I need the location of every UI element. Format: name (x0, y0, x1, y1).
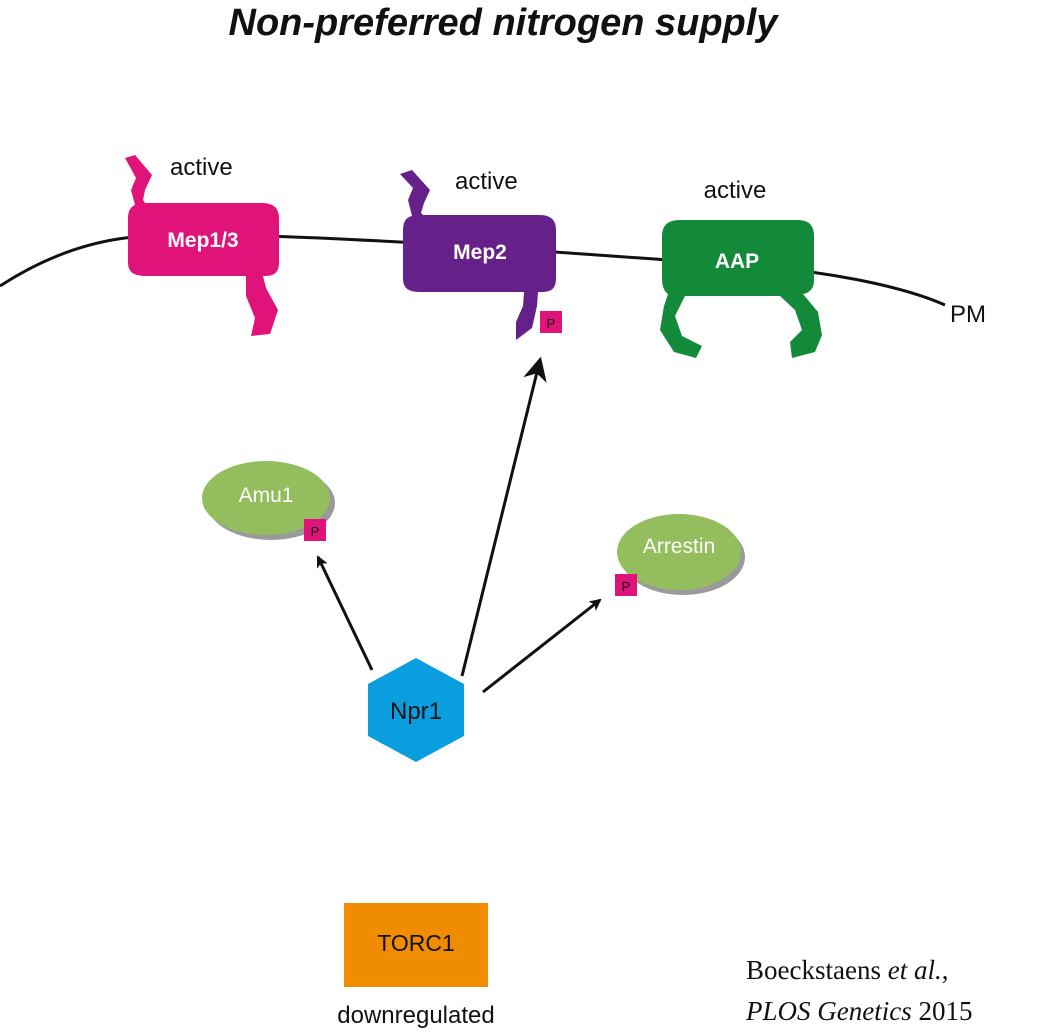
transporter-mep13: Mep1/3 active (125, 154, 279, 336)
citation-line-1: Boeckstaens et al., (746, 955, 948, 985)
amu1-label: Amu1 (239, 484, 294, 507)
npr1-label: Npr1 (390, 698, 442, 725)
amu1-ellipse (202, 461, 330, 535)
substrate-arrestin: Arrestin P (615, 514, 745, 596)
transporter-aap: AAP active (660, 177, 822, 358)
kinase-npr1: Npr1 (368, 658, 464, 762)
amu1-phospho-label: P (311, 524, 320, 539)
torc1-label: TORC1 (377, 930, 455, 956)
torc1-box (344, 903, 488, 987)
substrate-amu1: Amu1 P (202, 461, 335, 541)
arrestin-phospho-badge (615, 574, 637, 596)
transporter-mep2: Mep2 active P (400, 168, 562, 340)
amu1-phospho-badge (304, 519, 326, 541)
citation-year: 2015 (918, 996, 972, 1026)
transporter-mep2-shape (400, 170, 556, 340)
citation-etal: et al. (888, 955, 942, 985)
membrane-label: PM (950, 301, 986, 328)
torc1-state: downregulated (337, 1002, 494, 1029)
torc1-complex: TORC1 downregulated (337, 903, 495, 1029)
transporter-mep2-label: Mep2 (453, 241, 507, 264)
transporter-mep13-label: Mep1/3 (167, 229, 238, 252)
mep2-phospho-badge (540, 311, 562, 333)
arrow-npr1-to-arrestin (482, 598, 602, 694)
transporter-aap-shape (660, 220, 822, 358)
arrestin-label: Arrestin (643, 535, 715, 558)
transporter-mep13-state: active (170, 154, 233, 181)
transporter-aap-state: active (704, 177, 767, 204)
npr1-hexagon (368, 658, 464, 762)
arrestin-phospho-label: P (622, 579, 631, 594)
diagram-title: Non-preferred nitrogen supply (229, 2, 780, 44)
transporter-mep2-state: active (455, 168, 518, 195)
citation: Boeckstaens et al., PLOS Genetics 2015 (745, 955, 972, 1026)
arrestin-ellipse (617, 514, 741, 590)
arrow-npr1-to-amu1 (316, 555, 374, 671)
transporter-aap-label: AAP (715, 250, 759, 273)
citation-journal: PLOS Genetics (745, 996, 912, 1026)
citation-authors: Boeckstaens (746, 955, 881, 985)
transporter-mep13-shape (125, 155, 279, 336)
citation-line-2: PLOS Genetics 2015 (745, 996, 972, 1026)
mep2-phospho-label: P (547, 316, 556, 331)
arrow-npr1-to-mep2 (460, 356, 547, 677)
